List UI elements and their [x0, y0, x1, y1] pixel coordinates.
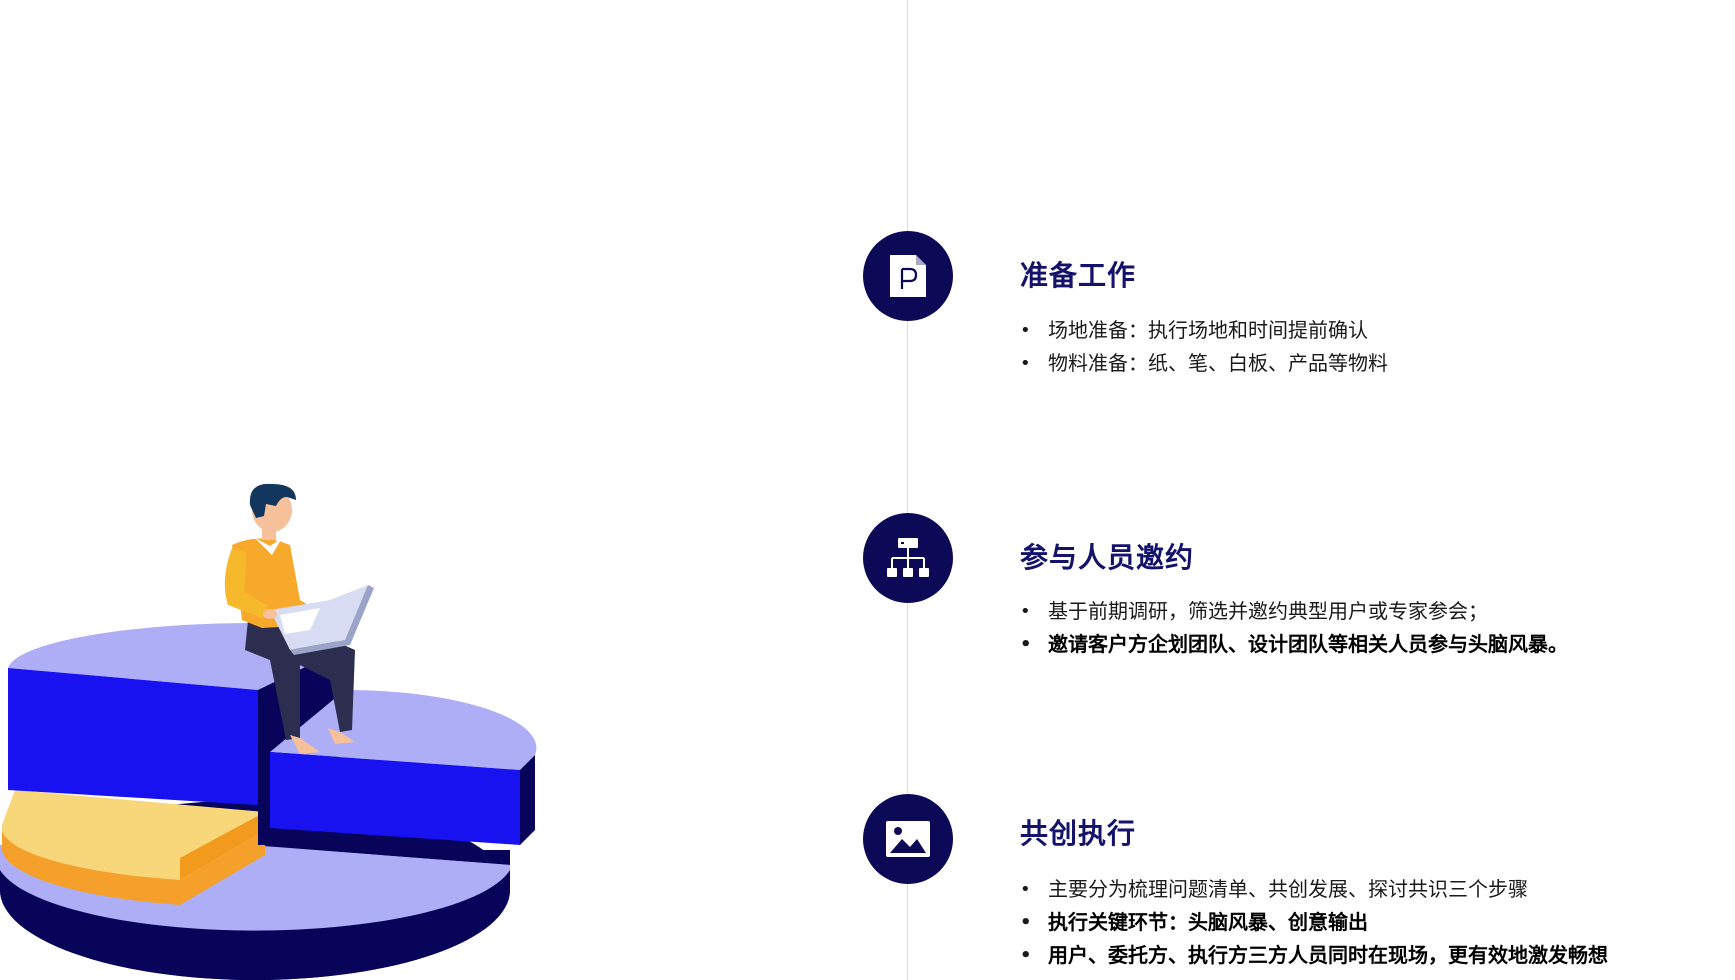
pie-slice-upper-front [8, 668, 258, 805]
bullet-item: 用户、委托方、执行方三方人员同时在现场，更有效地激发畅想 [1020, 939, 1608, 972]
bullet-item: 邀请客户方企划团队、设计团队等相关人员参与头脑风暴。 [1020, 628, 1568, 661]
bullet-item: 主要分为梳理问题清单、共创发展、探讨共识三个步骤 [1020, 873, 1608, 906]
bullet-item: 执行关键环节：头脑风暴、创意输出 [1020, 906, 1608, 939]
bullet-item: 场地准备：执行场地和时间提前确认 [1020, 314, 1388, 347]
image-icon [886, 821, 930, 857]
pie-chart-person-illustration [0, 483, 537, 980]
bullet-item: 物料准备：纸、笔、白板、产品等物料 [1020, 347, 1388, 380]
step-2-title: 参与人员邀约 [1020, 541, 1195, 574]
pie-slice-right-edge [520, 755, 535, 845]
bullet-item: 基于前期调研，筛选并邀约典型用户或专家参会； [1020, 595, 1568, 628]
step-3-title: 共创执行 [1020, 817, 1137, 850]
step-3-circle [863, 794, 953, 884]
timeline-line [907, 0, 908, 980]
step-1-circle [863, 231, 953, 321]
org-chart-icon [887, 538, 929, 577]
step-1-bullets: 场地准备：执行场地和时间提前确认 物料准备：纸、笔、白板、产品等物料 [1020, 314, 1388, 380]
step-2-circle [863, 513, 953, 603]
step-2-bullets: 基于前期调研，筛选并邀约典型用户或专家参会； 邀请客户方企划团队、设计团队等相关… [1020, 595, 1568, 661]
step-3-bullets: 主要分为梳理问题清单、共创发展、探讨共识三个步骤 执行关键环节：头脑风暴、创意输… [1020, 873, 1608, 972]
document-p-icon [890, 255, 926, 297]
person-figure [224, 483, 374, 754]
step-1-title: 准备工作 [1020, 259, 1137, 292]
pie-slice-right-front [270, 752, 520, 845]
